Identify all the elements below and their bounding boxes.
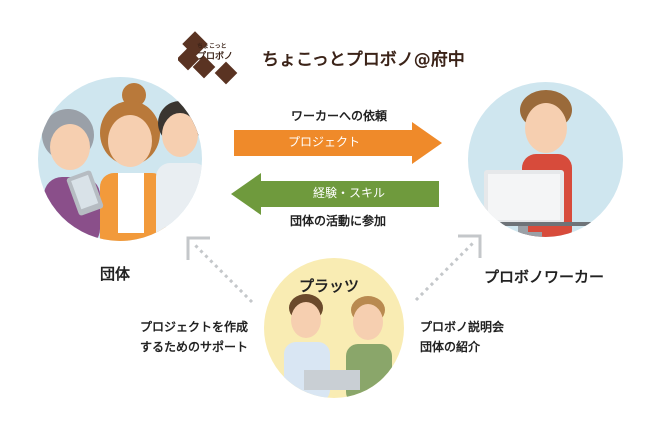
left-support-arrow <box>186 236 254 304</box>
project-arrow <box>234 122 442 164</box>
organization-people-illustration <box>42 83 202 241</box>
project-arrow-label: プロジェクト <box>287 135 360 149</box>
left-support-line1: プロジェクトを作成 <box>140 320 249 334</box>
right-support-line1: プロボノ説明会 <box>420 320 505 334</box>
experience-skill-arrow <box>231 173 439 215</box>
chokotto-probono-logo <box>178 31 238 85</box>
top-arrow-caption: ワーカーへの依頼 <box>291 109 388 123</box>
experience-skill-arrow-label: 経験・スキル <box>312 186 385 200</box>
page-title: ちょこっとプロボノ@府中 <box>262 50 465 70</box>
logo-main-text: プロボノ <box>197 52 234 62</box>
bottom-arrow-caption: 団体の活動に参加 <box>290 214 387 228</box>
right-support-line2: 団体の紹介 <box>420 340 481 354</box>
probono-worker-circle <box>468 82 623 237</box>
organization-label: 団体 <box>100 265 131 283</box>
probono-worker-illustration <box>468 90 623 237</box>
plats-circle <box>264 258 404 398</box>
plats-label: プラッツ <box>299 277 360 295</box>
left-support-line2: するためのサポート <box>140 340 249 354</box>
organization-circle <box>38 77 202 241</box>
logo-text: ちょこっと プロボノ <box>197 42 253 62</box>
right-support-arrow <box>414 234 482 302</box>
logo-small-text: ちょこっと <box>197 43 227 50</box>
probono-worker-label: プロボノワーカー <box>484 268 605 286</box>
